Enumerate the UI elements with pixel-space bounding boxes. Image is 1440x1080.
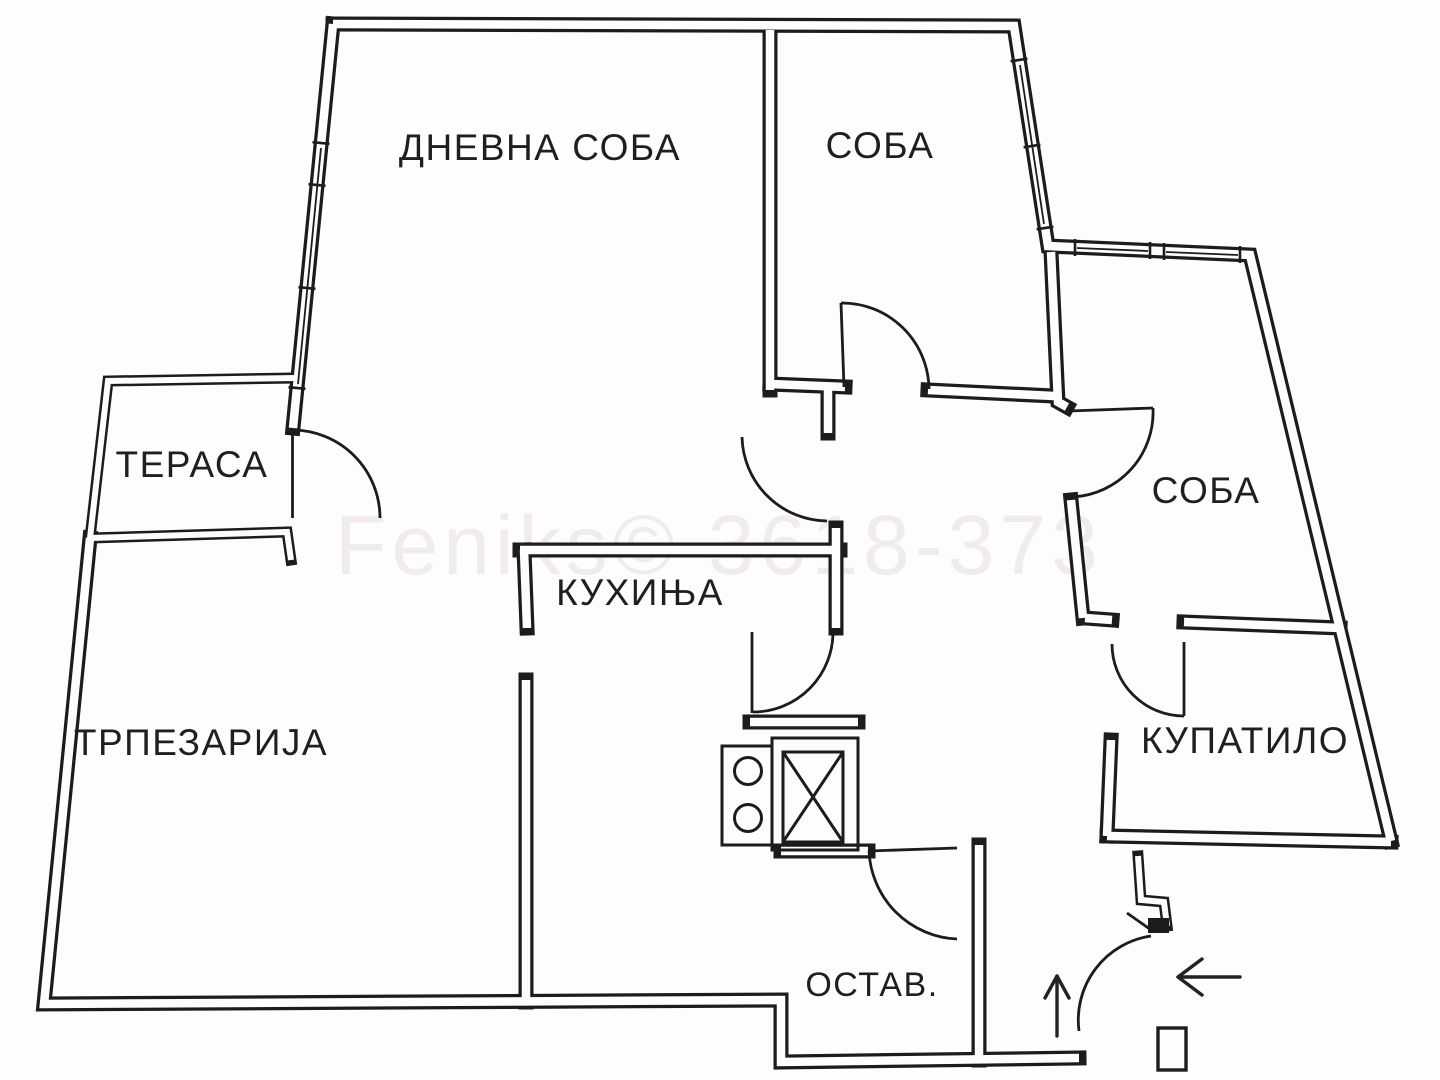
kitchen-fixtures bbox=[720, 736, 860, 852]
room-label-storage: ОСТАВ. bbox=[805, 966, 938, 1004]
door-hinge-block bbox=[1148, 918, 1169, 933]
room-label-bathroom: КУПАТИЛО bbox=[1141, 720, 1349, 761]
door-swing-icon bbox=[867, 846, 958, 941]
door-swing-icon bbox=[291, 428, 382, 519]
door-swing-icon bbox=[1068, 406, 1155, 499]
door-swing-icon bbox=[1110, 642, 1186, 718]
room-labels: ДНЕВНА СОБА СОБА СОБА ТЕРАСА КУХИЊА ТРПЕ… bbox=[74, 125, 1349, 1004]
room-label-terrace: ТЕРАСА bbox=[116, 444, 269, 485]
room-label-bedroom-right: СОБА bbox=[1152, 470, 1261, 511]
entrance-arrows bbox=[1043, 957, 1242, 1038]
entrance-arrow-up-icon bbox=[1043, 974, 1071, 1038]
entrance-arrow-left-icon bbox=[1176, 957, 1242, 997]
sink-shaft-icon bbox=[770, 736, 860, 852]
room-label-dining-room: ТРПЕЗАРИЈА bbox=[74, 722, 328, 763]
entrance-jambs bbox=[1148, 918, 1188, 1072]
door-swing-icon bbox=[839, 301, 931, 390]
walls-core bbox=[39, 19, 1396, 1067]
doors bbox=[291, 301, 1186, 1032]
window-icon bbox=[1073, 239, 1242, 263]
room-label-kitchen: КУХИЊА bbox=[556, 572, 724, 613]
window-icon bbox=[288, 140, 330, 391]
door-swing-icon bbox=[740, 436, 828, 523]
room-label-bedroom-top: СОБА bbox=[826, 125, 935, 166]
window-icon bbox=[1010, 57, 1054, 231]
windows bbox=[288, 57, 1242, 391]
room-label-living-room: ДНЕВНА СОБА bbox=[399, 127, 681, 168]
door-jamb bbox=[1156, 1026, 1188, 1072]
door-swing-icon bbox=[750, 630, 835, 714]
